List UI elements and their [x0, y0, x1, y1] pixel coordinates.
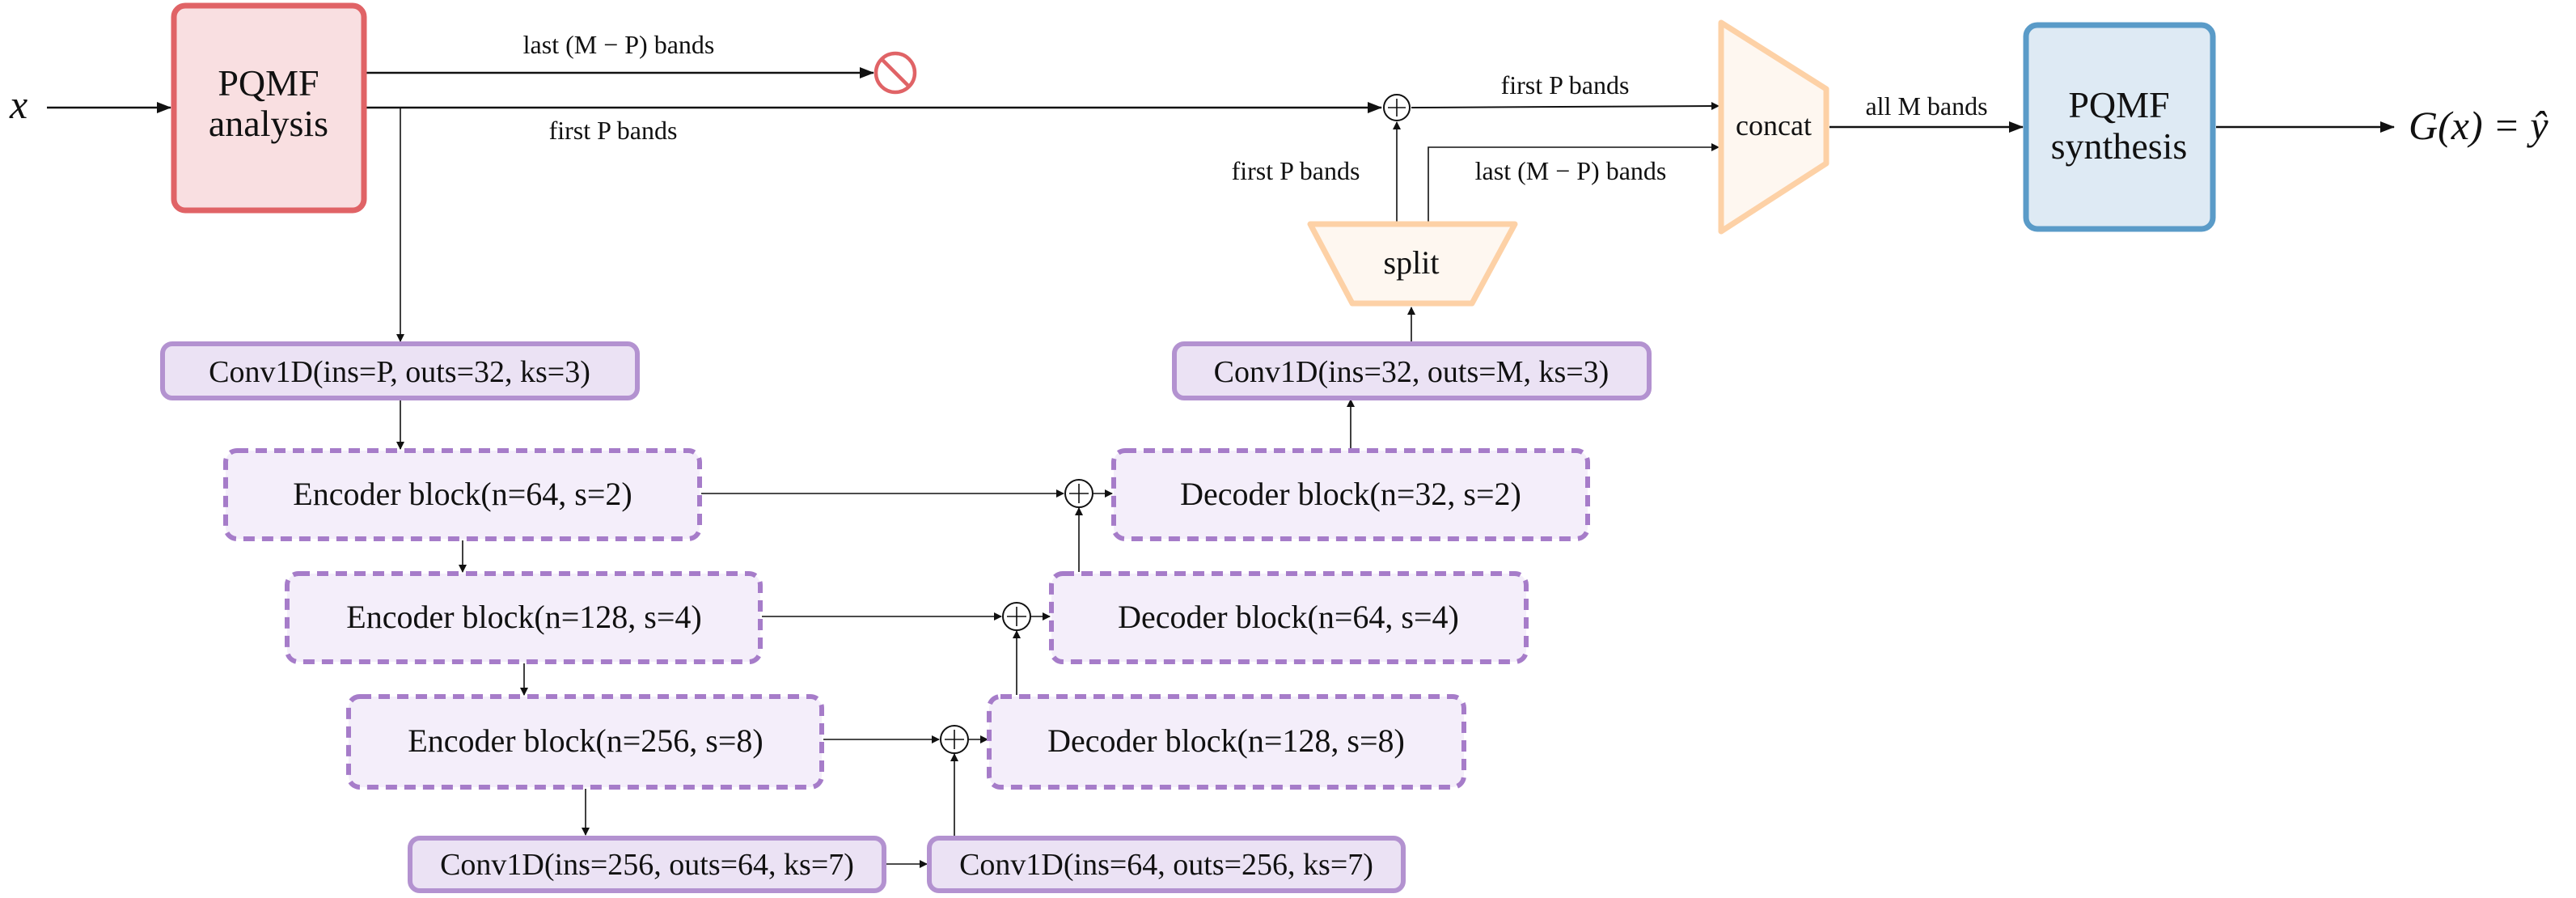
split-block: split	[1307, 221, 1518, 307]
edge-label-split-last: last (M − P) bands	[1475, 156, 1667, 185]
edges	[47, 67, 2395, 868]
input-label: x	[9, 82, 27, 127]
pqmf-synthesis-title: PQMF	[2068, 84, 2169, 125]
decoder-block-2-label: Decoder block(n=64, s=4)	[1118, 599, 1459, 635]
sum-node-1	[1064, 479, 1093, 508]
edge-label-sum-to-concat: first P bands	[1501, 70, 1630, 100]
conv-in-label: Conv1D(ins=P, outs=32, ks=3)	[209, 355, 590, 389]
concat-block: concat	[1718, 19, 1829, 235]
conv-bottleneck-down-label: Conv1D(ins=256, outs=64, ks=7)	[440, 848, 854, 882]
pqmf-analysis-subtitle: analysis	[209, 103, 328, 144]
edge-label-split-first: first P bands	[1232, 156, 1360, 185]
encoder-block-2-label: Encoder block(n=128, s=4)	[346, 599, 701, 635]
decoder-block-3: Decoder block(n=128, s=8)	[987, 694, 1466, 790]
pqmf-synthesis-block: PQMF synthesis	[2023, 22, 2216, 232]
conv-bottleneck-up-label: Conv1D(ins=64, outs=256, ks=7)	[959, 848, 1373, 882]
output-label: G(x) = ŷ	[2409, 103, 2549, 148]
split-label: split	[1384, 244, 1440, 281]
conv-bottleneck-up-block: Conv1D(ins=64, outs=256, ks=7)	[927, 836, 1406, 893]
edge-label-concat-out: all M bands	[1865, 91, 1987, 121]
encoder-block-3: Encoder block(n=256, s=8)	[346, 694, 824, 790]
conv-bottleneck-down-block: Conv1D(ins=256, outs=64, ks=7)	[408, 836, 886, 893]
encoder-block-2: Encoder block(n=128, s=4)	[285, 571, 763, 664]
edge-label-first-bands-top: first P bands	[549, 116, 678, 145]
conv-out-label: Conv1D(ins=32, outs=M, ks=3)	[1214, 355, 1609, 389]
conv-out-block: Conv1D(ins=32, outs=M, ks=3)	[1172, 341, 1652, 400]
decoder-block-2: Decoder block(n=64, s=4)	[1049, 571, 1529, 664]
decoder-block-3-label: Decoder block(n=128, s=8)	[1047, 722, 1405, 759]
pqmf-synthesis-subtitle: synthesis	[2051, 125, 2188, 167]
pqmf-analysis-block: PQMF analysis	[171, 2, 367, 214]
edge-split-last-to-concat	[1428, 143, 1719, 222]
sum-node-3	[940, 725, 969, 754]
encoder-block-3-label: Encoder block(n=256, s=8)	[408, 722, 763, 759]
edge-sum-to-concat	[1411, 102, 1719, 111]
edge-label-last-bands-top: last (M − P) bands	[523, 30, 715, 59]
sum-node-top	[1383, 94, 1411, 121]
pqmf-analysis-title: PQMF	[218, 62, 319, 104]
concat-label: concat	[1736, 109, 1812, 142]
decoder-block-1-label: Decoder block(n=32, s=2)	[1180, 476, 1521, 512]
sum-node-2	[1002, 602, 1031, 631]
conv-in-block: Conv1D(ins=P, outs=32, ks=3)	[160, 341, 640, 400]
encoder-block-1: Encoder block(n=64, s=2)	[223, 448, 702, 541]
encoder-block-1-label: Encoder block(n=64, s=2)	[293, 476, 632, 512]
no-entry-icon	[873, 51, 917, 95]
decoder-block-1: Decoder block(n=32, s=2)	[1111, 448, 1590, 541]
